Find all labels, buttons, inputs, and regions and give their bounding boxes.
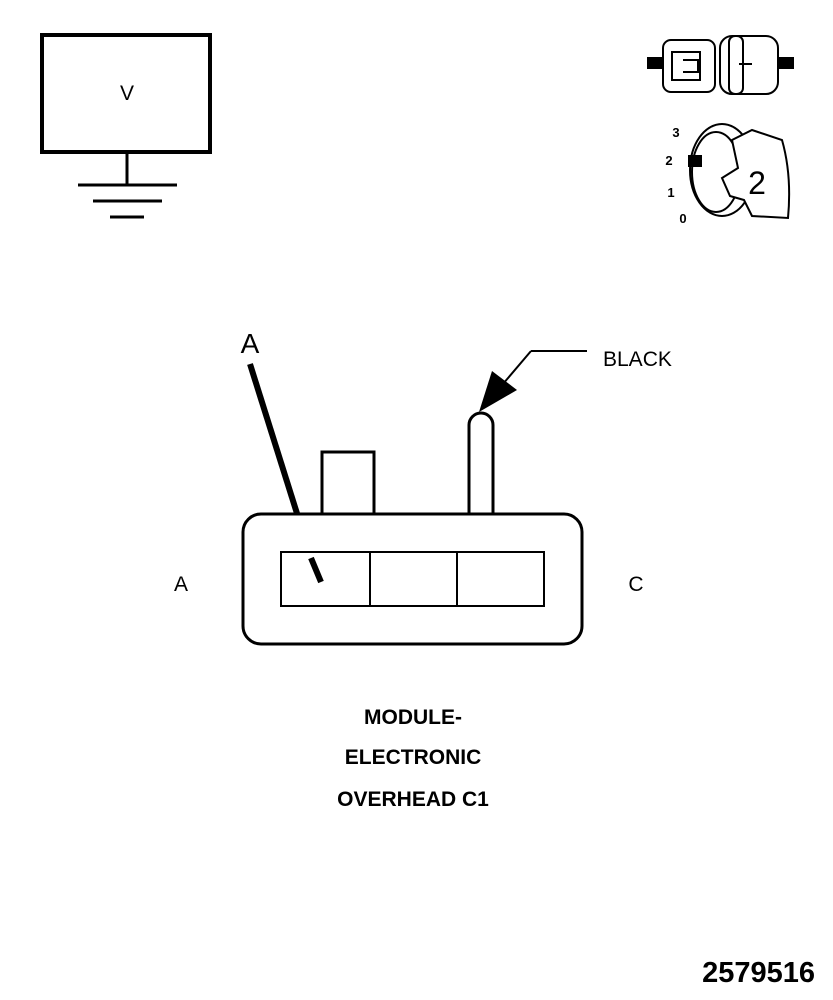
cavity-a	[280, 551, 371, 607]
wire-color-leader: BLACK	[479, 348, 672, 412]
wire-color-label: BLACK	[603, 348, 672, 371]
voltmeter-ground-icon: V	[40, 33, 212, 219]
figure-number: 2579516	[702, 957, 815, 989]
ignition-key-position: 2	[748, 165, 766, 201]
voltmeter-symbol: V	[120, 82, 134, 105]
ignition-position-1: 1	[667, 185, 674, 200]
connector-title-line-1: MODULE-	[364, 706, 462, 729]
callout-letter: A	[241, 328, 260, 359]
disconnect-connector-icon	[647, 35, 794, 95]
ignition-position-0: 0	[679, 211, 686, 226]
ignition-position-2: 2	[665, 153, 672, 168]
cavity-b	[369, 551, 458, 607]
black-wire	[467, 411, 495, 516]
ignition-switch-icon: 3 2 1 0 2	[665, 123, 791, 226]
voltmeter-box	[40, 33, 212, 154]
connector-title: MODULE- ELECTRONIC OVERHEAD C1	[337, 706, 489, 811]
connector-latch-tab	[320, 450, 376, 518]
pin-c-label: C	[628, 573, 643, 596]
connector-title-line-2: ELECTRONIC	[345, 746, 482, 769]
pin-a-label: A	[174, 573, 188, 596]
connector-title-line-3: OVERHEAD C1	[337, 788, 489, 811]
cavity-c	[456, 551, 545, 607]
connector-body	[241, 411, 584, 646]
ignition-position-3: 3	[672, 125, 679, 140]
